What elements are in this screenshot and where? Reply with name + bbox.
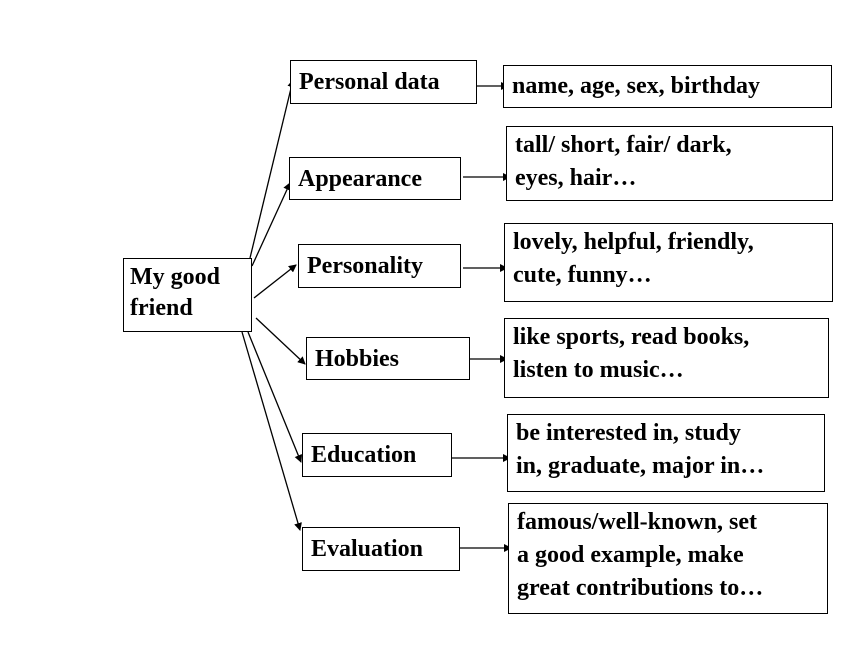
category-label: Appearance — [298, 165, 422, 192]
arrow-root-hobbies — [255, 317, 306, 365]
detail-line: name, age, sex, birthday — [512, 73, 760, 99]
details-personality: lovely, helpful, friendly, cute, funny… — [504, 223, 833, 302]
category-label: Personal data — [299, 69, 440, 95]
root-node-my-good-friend: My good friend — [123, 258, 252, 332]
details-education: be interested in, study in, graduate, ma… — [507, 414, 825, 492]
detail-line: in, graduate, major in… — [516, 453, 765, 479]
category-hobbies: Hobbies — [306, 337, 470, 380]
detail-line: tall/ short, fair/ dark, — [515, 132, 732, 158]
arrow-root-education — [247, 331, 303, 463]
detail-line: like sports, read books, — [513, 324, 750, 350]
arrow-root-appearance — [251, 182, 291, 267]
details-appearance: tall/ short, fair/ dark, eyes, hair… — [506, 126, 833, 201]
root-label-line-2: friend — [130, 295, 193, 321]
details-evaluation: famous/well-known, set a good example, m… — [508, 503, 828, 614]
detail-line: a good example, make — [517, 542, 744, 568]
detail-line: famous/well-known, set — [517, 509, 758, 535]
category-label: Hobbies — [315, 345, 400, 372]
arrow-root-personality — [253, 264, 297, 299]
category-appearance: Appearance — [289, 157, 461, 200]
root-label-line-1: My good — [130, 264, 220, 290]
detail-line: be interested in, study — [516, 420, 741, 446]
category-personality: Personality — [298, 244, 461, 288]
detail-line: cute, funny… — [513, 262, 652, 288]
category-label: Evaluation — [311, 536, 424, 562]
detail-line: great contributions to… — [517, 575, 764, 601]
details-personal-data: name, age, sex, birthday — [503, 65, 832, 108]
arrow-root-evaluation — [241, 331, 302, 531]
details-hobbies: like sports, read books, listen to music… — [504, 318, 829, 398]
arrow-root-personal-data — [249, 79, 296, 259]
category-personal-data: Personal data — [290, 60, 477, 104]
detail-line: eyes, hair… — [515, 165, 637, 191]
detail-line: lovely, helpful, friendly, — [513, 229, 754, 255]
category-education: Education — [302, 433, 452, 477]
detail-line: listen to music… — [513, 357, 684, 383]
category-label: Personality — [307, 253, 423, 279]
category-evaluation: Evaluation — [302, 527, 460, 571]
category-label: Education — [311, 442, 417, 468]
